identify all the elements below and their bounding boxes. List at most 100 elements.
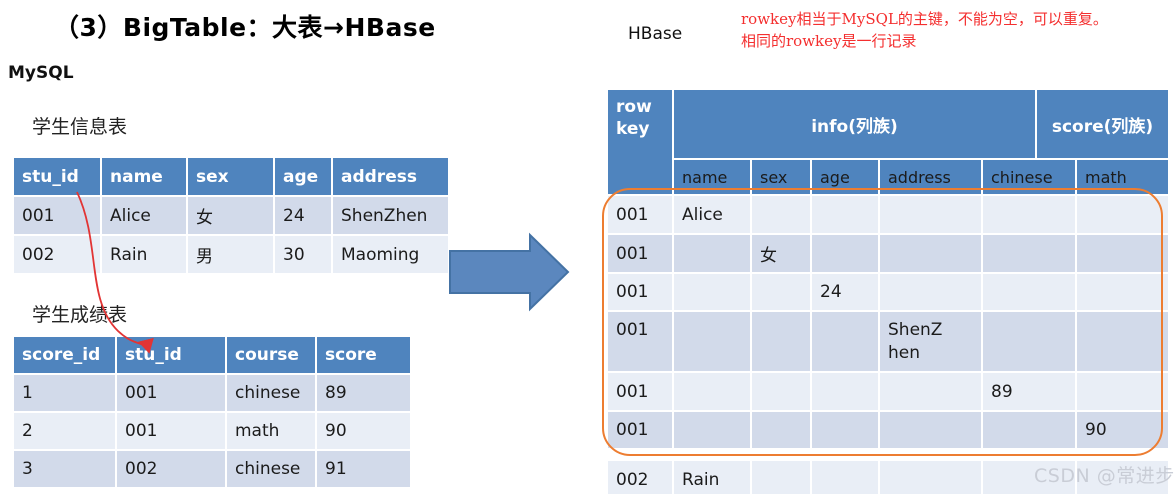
table-cell xyxy=(674,312,752,373)
table-cell: math xyxy=(227,413,317,451)
column-header: math xyxy=(1077,160,1168,196)
rowkey-annotation: rowkey相当于MySQL的主键，不能为空，可以重复。 相同的rowkey是一… xyxy=(741,8,1176,52)
table-cell xyxy=(752,312,812,373)
table-row: 001 Alice 女 24 ShenZhen xyxy=(14,197,448,236)
table-cell xyxy=(812,312,880,373)
table-cell: 001 xyxy=(14,197,102,236)
table-cell xyxy=(1077,461,1168,494)
mysql-label: MySQL xyxy=(8,63,74,83)
column-header: stu_id xyxy=(117,337,227,375)
student-info-table: stu_id name sex age address 001 Alice 女 … xyxy=(14,158,448,275)
table-cell: 女 xyxy=(188,197,275,236)
table-cell: 001 xyxy=(608,274,674,312)
column-header: score xyxy=(317,337,410,375)
table-cell: chinese xyxy=(227,375,317,413)
table-cell xyxy=(674,235,752,274)
table-cell: 3 xyxy=(14,451,117,489)
table-row: 001 ShenZhen xyxy=(608,312,1168,373)
table-cell xyxy=(880,373,983,412)
table-cell xyxy=(880,412,983,450)
table-cell xyxy=(674,373,752,412)
table-cell xyxy=(674,412,752,450)
table-cell: 91 xyxy=(317,451,410,489)
table-cell: 24 xyxy=(812,274,880,312)
table-cell: 001 xyxy=(608,235,674,274)
table-row: 001 89 xyxy=(608,373,1168,412)
table-cell xyxy=(1077,196,1168,235)
column-header: stu_id xyxy=(14,158,102,197)
table-cell xyxy=(983,461,1077,494)
table-cell: ShenZhen xyxy=(333,197,448,236)
table-row: 001 90 xyxy=(608,412,1168,450)
table-cell: 女 xyxy=(752,235,812,274)
table-cell: 001 xyxy=(117,375,227,413)
column-header: score_id xyxy=(14,337,117,375)
table-cell xyxy=(812,196,880,235)
table-cell: Alice xyxy=(102,197,188,236)
table-cell: 30 xyxy=(275,236,333,275)
table-cell: 24 xyxy=(275,197,333,236)
table-cell xyxy=(674,274,752,312)
table-cell xyxy=(812,235,880,274)
table-cell xyxy=(812,412,880,450)
table-cell xyxy=(1077,373,1168,412)
hbase-subheader-row: name sex age address chinese math xyxy=(674,160,1168,196)
table-cell: 90 xyxy=(1077,412,1168,450)
table-cell: ShenZhen xyxy=(880,312,983,373)
table-header-row: stu_id name sex age address xyxy=(14,158,448,197)
table-cell xyxy=(983,235,1077,274)
transform-arrow-icon xyxy=(449,232,570,312)
table-cell xyxy=(880,461,983,494)
table-cell xyxy=(1077,235,1168,274)
table-cell: 2 xyxy=(14,413,117,451)
table-cell xyxy=(812,461,880,494)
table-row: 001 Alice xyxy=(608,196,1168,235)
table-row: 3 002 chinese 91 xyxy=(14,451,410,489)
table-cell: 002 xyxy=(608,461,674,494)
table-cell: Rain xyxy=(674,461,752,494)
column-header: sex xyxy=(188,158,275,197)
column-header: address xyxy=(333,158,448,197)
student-score-table: score_id stu_id course score 1 001 chine… xyxy=(14,337,410,489)
rowkey-annotation-line1: rowkey相当于MySQL的主键，不能为空，可以重复。 xyxy=(741,10,1108,28)
column-header: age xyxy=(275,158,333,197)
score-table-caption: 学生成绩表 xyxy=(32,304,128,326)
table-cell: 001 xyxy=(117,413,227,451)
table-row: 002 Rain xyxy=(608,461,1168,494)
table-cell xyxy=(752,196,812,235)
table-row: 2 001 math 90 xyxy=(14,413,410,451)
watermark: CSDN @常进步 xyxy=(1034,465,1175,487)
page-title: （3）BigTable：大表→HBase xyxy=(54,13,436,42)
table-cell: chinese xyxy=(227,451,317,489)
rowkey-column-header: rowkey xyxy=(608,90,674,196)
table-cell: 男 xyxy=(188,236,275,275)
table-cell xyxy=(983,412,1077,450)
table-cell xyxy=(752,412,812,450)
table-cell: 001 xyxy=(608,412,674,450)
table-cell: 89 xyxy=(317,375,410,413)
column-header: chinese xyxy=(983,160,1077,196)
column-header: course xyxy=(227,337,317,375)
rowkey-annotation-line2: 相同的rowkey是一行记录 xyxy=(741,32,917,50)
table-cell: 002 xyxy=(14,236,102,275)
table-header-row: score_id stu_id course score xyxy=(14,337,410,375)
table-cell: 1 xyxy=(14,375,117,413)
column-header: sex xyxy=(752,160,812,196)
table-cell xyxy=(1077,312,1168,373)
info-table-caption: 学生信息表 xyxy=(32,116,128,138)
score-family-header: score(列族) xyxy=(1037,90,1168,160)
table-cell: 002 xyxy=(117,451,227,489)
table-cell xyxy=(983,274,1077,312)
table-cell: Maoming xyxy=(333,236,448,275)
hbase-table-body: 001 Alice 001 女 001 24 xyxy=(608,196,1168,494)
hbase-label: HBase xyxy=(628,24,683,44)
info-family-header: info(列族) xyxy=(674,90,1037,160)
table-cell: 001 xyxy=(608,373,674,412)
column-header: age xyxy=(812,160,880,196)
table-cell: 90 xyxy=(317,413,410,451)
table-cell xyxy=(880,274,983,312)
table-cell xyxy=(752,373,812,412)
column-header: name xyxy=(102,158,188,197)
table-cell xyxy=(983,196,1077,235)
